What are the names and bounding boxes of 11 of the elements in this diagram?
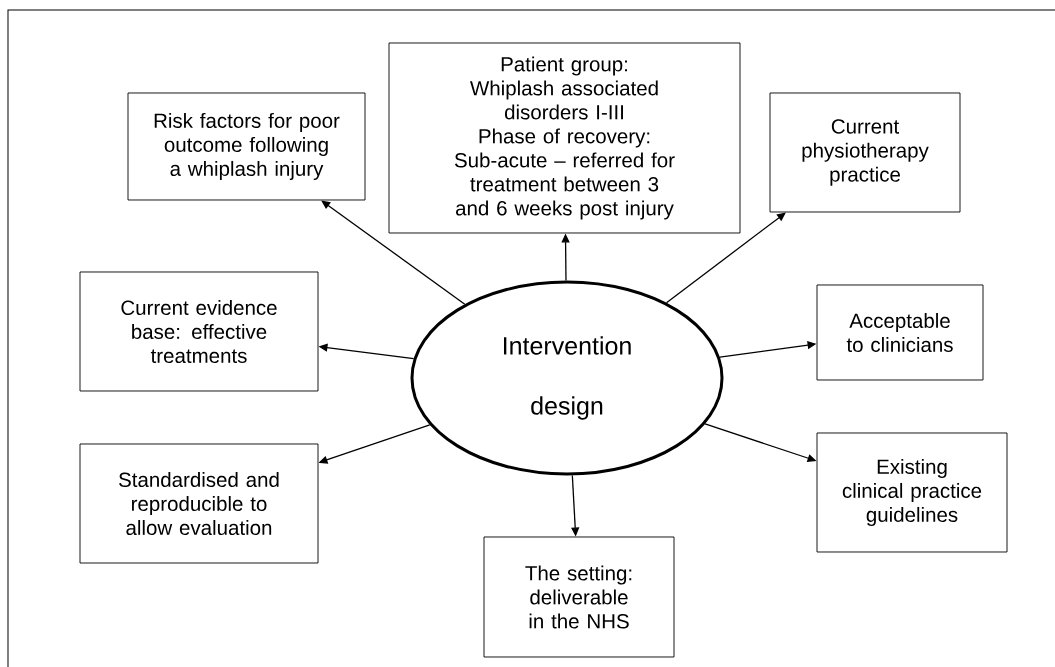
arrow [321, 200, 466, 305]
text-box: Existing clinical practice guidelines [816, 432, 1008, 553]
text-box: Current evidence base: effective treatments [79, 271, 319, 392]
arrow [665, 212, 786, 304]
text-box: Current physiotherapy practice [769, 92, 961, 213]
text-box: Acceptable to clinicians [816, 284, 984, 381]
text-box: Risk factors for poor outcome following a whiplash injury [127, 92, 366, 201]
text-box: The setting: deliverable in the NHS [483, 536, 675, 658]
text-box: Standardised and reproducible to allow evaluation [79, 443, 319, 564]
ellipse-node: Intervention design [410, 280, 724, 476]
text-box: Patient group: Whiplash associated disorders I-III Phase of recovery: Sub-acute – referred for treatment between 3 and 6 weeks post injury [388, 42, 741, 234]
